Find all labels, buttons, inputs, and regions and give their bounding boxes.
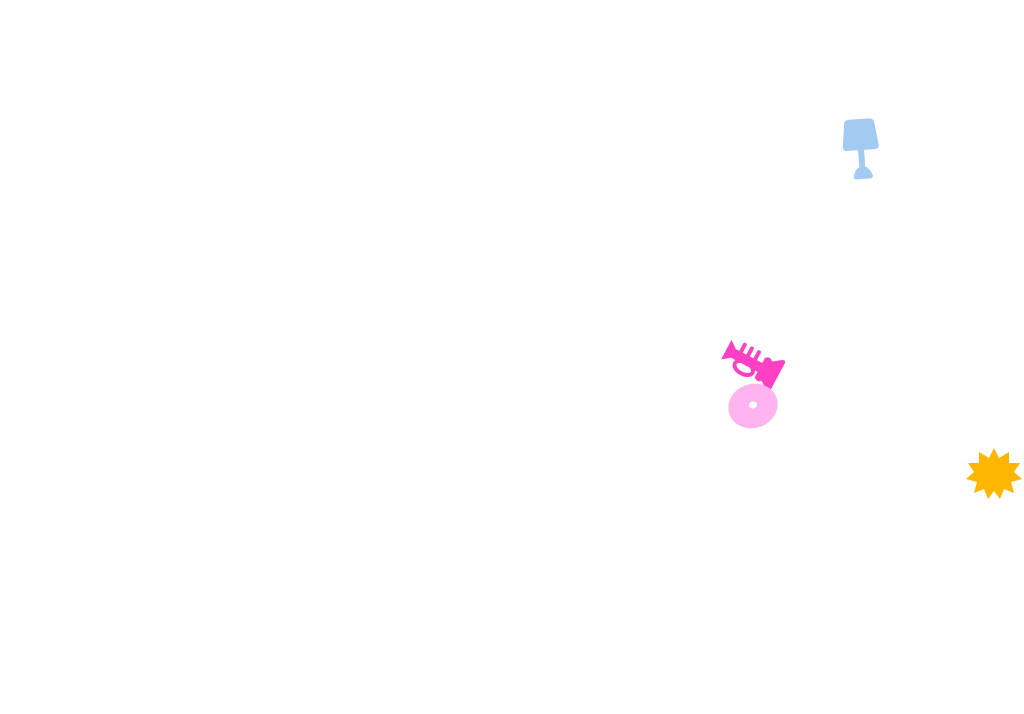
trumpet-icon[interactable] bbox=[716, 338, 786, 392]
disc-icon[interactable] bbox=[724, 380, 784, 434]
sun-burst-icon[interactable] bbox=[964, 446, 1024, 502]
table-lamp-icon[interactable] bbox=[838, 116, 884, 182]
